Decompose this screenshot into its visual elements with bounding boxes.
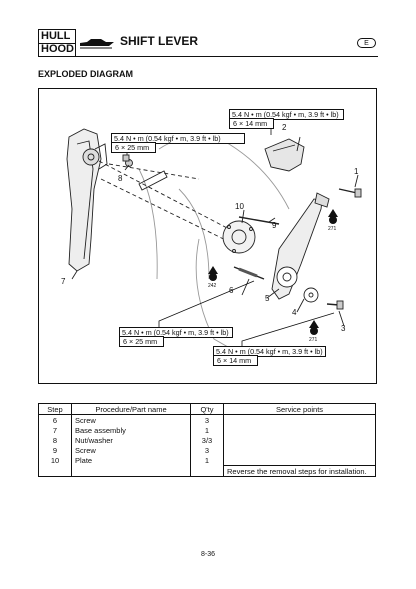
torque-spec-4: 5.4 N • m (0.54 kgf • m, 3.9 ft • lb) [213, 346, 326, 357]
callout-4: 4 [292, 308, 297, 317]
table-row: 7 Base assembly 1 [38, 425, 376, 435]
table-row: 8 Nut/washer 3/3 [38, 435, 376, 445]
page-number: 8-36 [200, 551, 215, 558]
cell-service-points [223, 455, 376, 466]
callout-1: 1 [354, 167, 359, 176]
section-tag-line2: HOOD [41, 43, 74, 55]
locktite-label-2: 242 [208, 283, 217, 289]
callout-3: 3 [341, 324, 346, 333]
cell-service-points [223, 425, 376, 435]
locktite-icon [208, 209, 338, 335]
cell-qty: 3 [190, 445, 224, 455]
table-row: 10 Plate 1 [38, 455, 376, 466]
bolt-size-3: 6 × 25 mm [119, 336, 164, 347]
table-row: Reverse the removal steps for installati… [38, 465, 376, 477]
cell-qty [190, 465, 224, 477]
cell-service-points: Reverse the removal steps for installati… [223, 465, 376, 477]
callout-2: 2 [282, 123, 287, 132]
header-rule [38, 56, 378, 57]
header-qty: Q'ty [190, 403, 224, 415]
page-title: SHIFT LEVER [120, 34, 199, 48]
exploded-diagram: 5.4 N • m (0.54 kgf • m, 3.9 ft • lb) 6 … [38, 88, 377, 384]
cell-qty: 1 [190, 455, 224, 466]
cell-part-name [71, 465, 191, 477]
header-part-name: Procedure/Part name [71, 403, 191, 415]
cell-qty: 1 [190, 425, 224, 435]
bolt-size-4: 6 × 14 mm [213, 355, 258, 366]
procedure-table: Step Procedure/Part name Q'ty Service po… [38, 403, 376, 477]
cell-part-name: Screw [71, 445, 191, 455]
section-tag: HULL HOOD [38, 29, 76, 57]
cell-step [38, 465, 72, 477]
cell-part-name: Plate [71, 455, 191, 466]
cell-step: 7 [38, 425, 72, 435]
callout-5: 5 [265, 294, 270, 303]
table-row: 9 Screw 3 [38, 445, 376, 455]
bolt-size-1: 6 × 14 mm [229, 118, 274, 129]
cell-part-name: Nut/washer [71, 435, 191, 445]
cell-step: 6 [38, 414, 72, 425]
torque-spec-3: 5.4 N • m (0.54 kgf • m, 3.9 ft • lb) [119, 327, 233, 338]
jet-ski-icon [80, 39, 114, 49]
cell-service-points [223, 445, 376, 455]
exploded-diagram-drawing [66, 123, 362, 360]
callout-6: 6 [229, 286, 234, 295]
callout-8: 8 [118, 174, 123, 183]
callout-9: 9 [272, 221, 277, 230]
callout-7: 7 [61, 277, 66, 286]
cell-qty: 3/3 [190, 435, 224, 445]
section-title: EXPLODED DIAGRAM [38, 69, 134, 79]
header-step: Step [38, 403, 72, 415]
cell-step: 9 [38, 445, 72, 455]
cell-service-points [223, 414, 376, 425]
bolt-size-2: 6 × 25 mm [111, 142, 156, 153]
cell-part-name: Screw [71, 414, 191, 425]
locktite-label-1: 271 [328, 226, 337, 232]
header-service-points: Service points [223, 403, 376, 415]
table-row: 6 Screw 3 [38, 414, 376, 425]
cell-service-points [223, 435, 376, 445]
cell-step: 10 [38, 455, 72, 466]
table-header-row: Step Procedure/Part name Q'ty Service po… [38, 403, 376, 415]
language-badge: E [357, 38, 376, 48]
torque-spec-1: 5.4 N • m (0.54 kgf • m, 3.9 ft • lb) [229, 109, 344, 120]
torque-spec-2: 5.4 N • m (0.54 kgf • m, 3.9 ft • lb) [111, 133, 245, 144]
callout-10: 10 [235, 202, 244, 211]
cell-qty: 3 [190, 414, 224, 425]
locktite-label-3: 271 [309, 337, 318, 343]
section-tag-line1: HULL [39, 30, 75, 44]
cell-part-name: Base assembly [71, 425, 191, 435]
cell-step: 8 [38, 435, 72, 445]
